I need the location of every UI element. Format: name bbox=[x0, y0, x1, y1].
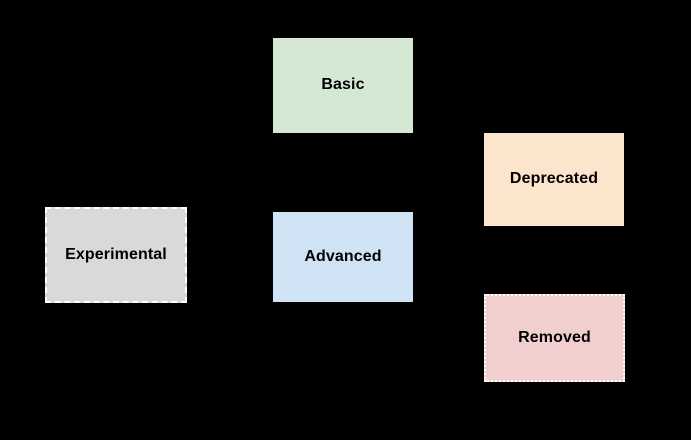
node-basic[interactable]: Basic bbox=[273, 38, 413, 133]
node-basic-label: Basic bbox=[321, 76, 365, 94]
node-deprecated[interactable]: Deprecated bbox=[484, 133, 624, 226]
node-advanced[interactable]: Advanced bbox=[273, 212, 413, 302]
node-removed-label: Removed bbox=[518, 328, 591, 346]
node-experimental-label: Experimental bbox=[65, 245, 167, 263]
node-deprecated-label: Deprecated bbox=[509, 170, 599, 188]
node-removed[interactable]: Removed bbox=[484, 294, 625, 382]
node-advanced-label: Advanced bbox=[304, 247, 382, 265]
node-experimental[interactable]: Experimental bbox=[45, 207, 187, 303]
